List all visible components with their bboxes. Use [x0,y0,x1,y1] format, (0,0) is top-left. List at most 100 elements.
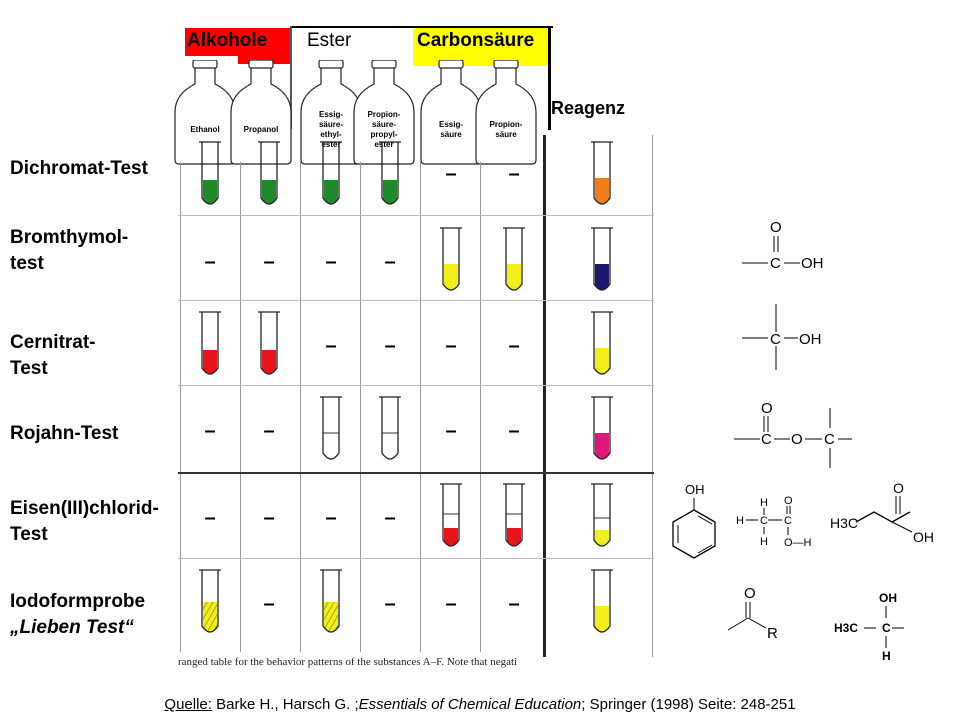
row-label-eisenchlorid: Eisen(III)chlorid-Test [10,498,159,545]
svg-text:O: O [744,585,756,602]
svg-text:C: C [824,431,835,448]
negative-result-dash: – [325,251,336,273]
grid-line [652,135,653,657]
test-tube [379,396,401,460]
row-label-dichromat: Dichromat-Test [10,158,148,179]
ester-header-box [291,26,553,28]
negative-result-dash: – [384,507,395,529]
reagent-divider [543,135,546,657]
grid-line [240,162,241,652]
grid-line [178,215,654,216]
svg-text:OH: OH [685,482,705,497]
negative-result-dash: – [445,420,456,442]
svg-text:C: C [770,331,781,348]
test-tube [199,311,221,375]
tube-liquid [595,530,609,546]
bottle-label: säure- [372,120,396,129]
formula-alcohol: C OH [742,304,822,370]
row-label-bromthymol: Bromthymol-test [10,227,129,274]
alkohole-header-bg [185,28,290,56]
negative-result-dash: – [445,163,456,185]
test-tube [591,483,613,547]
formula-phenol: OH [672,482,716,559]
row-label-iodoform: Iodoformprobe„Lieben Test“ [10,591,146,638]
formula-ketone: O R [727,585,778,642]
test-tube [503,227,525,291]
svg-text:R: R [767,625,778,642]
tube-liquid [203,602,217,632]
formula-carboxyl: O C OH [742,219,824,272]
negative-result-dash: – [384,593,395,615]
test-tube [591,141,613,205]
formulas: O C OH C OH O C O C OH H [672,219,934,663]
test-tube [503,483,525,547]
svg-text:H: H [736,515,744,527]
bottle-label: säure- [319,120,343,129]
grid-line [178,300,654,301]
source-citation: Quelle: Barke H., Harsch G. ;Essentials … [164,696,796,713]
bottle: Essig-säure-ethyl-ester [300,60,362,165]
bottle: Propanol [230,60,292,165]
negative-result-dash: – [384,251,395,273]
carbonsaeure-header: Carbonsäure [417,30,535,51]
svg-text:O: O [784,495,793,507]
negative-result-dash: – [263,251,274,273]
svg-text:O: O [791,431,803,448]
negative-result-dash: – [508,335,519,357]
tube-liquid [595,606,609,632]
negative-result-dash: – [204,251,215,273]
test-tube [591,396,613,460]
negative-result-dash: – [445,335,456,357]
row-label-cernitrat: Cernitrat-Test [10,332,96,379]
svg-text:C: C [882,621,891,635]
svg-text:O: O [893,480,904,496]
grid-line [178,385,654,386]
tube-liquid [507,528,521,546]
svg-text:H3C: H3C [830,515,858,531]
svg-text:OH: OH [801,255,824,272]
test-tube [199,141,221,205]
grid-line [300,162,301,652]
formula-ester: O C O C [734,400,852,468]
negative-result-dash: – [445,593,456,615]
svg-text:C: C [760,515,768,527]
bottle-label: Propion- [490,120,523,129]
carbonsaeure-header-rightline [548,26,551,130]
bottle-label: ester [321,140,340,149]
negative-result-dash: – [508,420,519,442]
bottle: Propion-säure-propyl-ester [353,60,415,165]
grid-line [178,558,654,559]
tube-liquid [595,264,609,290]
tube-liquid [324,180,338,204]
bottle-label: propyl- [370,130,397,139]
bottle-label: ester [374,140,393,149]
bottle-label: ethyl- [320,130,342,139]
svg-text:H: H [882,649,891,663]
test-tube [591,311,613,375]
bottle-label: säure [440,130,462,139]
tube-liquid [444,528,458,546]
test-tube [379,141,401,205]
svg-text:H: H [760,536,768,548]
test-tube [591,227,613,291]
negative-result-dash: – [384,335,395,357]
bottle: Propion-säure [475,60,537,165]
test-tube [320,569,342,633]
tube-liquid [444,264,458,290]
test-tube [258,141,280,205]
formula-ethanol-fragment: OH H3C C H [834,591,904,663]
bottle-label: Essig- [319,110,343,119]
negative-result-dash: – [204,507,215,529]
negative-result-dash: – [263,420,274,442]
test-tube [258,311,280,375]
svg-text:O: O [770,219,782,236]
test-tube [440,227,462,291]
tube-liquid [595,348,609,374]
bottle-label: Essig- [439,120,463,129]
negative-result-dash: – [508,163,519,185]
test-tube [591,569,613,633]
bottle: Essig-säure [420,60,482,165]
svg-text:O: O [761,400,773,417]
svg-text:OH: OH [799,331,822,348]
